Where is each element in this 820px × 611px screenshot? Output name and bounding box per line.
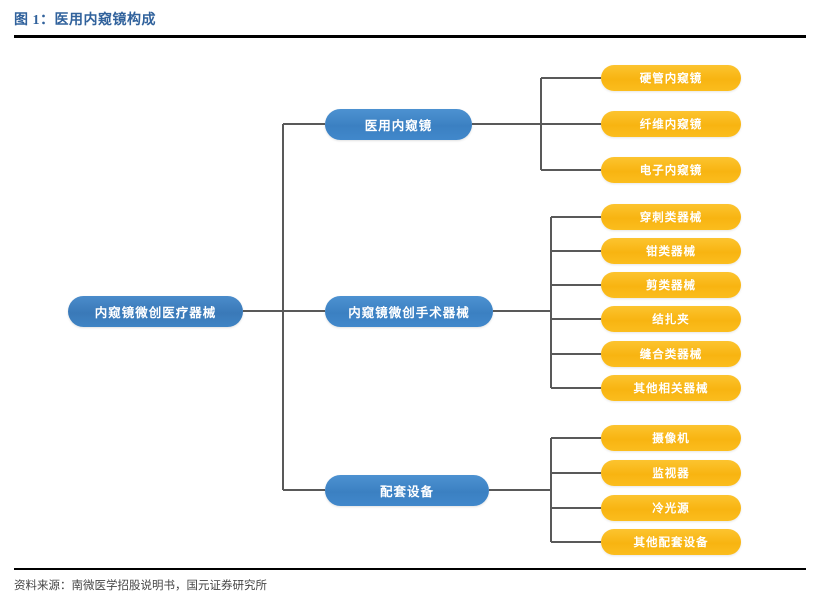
leaf-ligation-clips[interactable]: 结扎夹 bbox=[601, 306, 741, 332]
connector-lines bbox=[243, 77, 601, 543]
leaf-other-supporting-equipment[interactable]: 其他配套设备 bbox=[601, 529, 741, 555]
leaf-camera[interactable]: 摄像机 bbox=[601, 425, 741, 451]
source-note: 资料来源：南微医学招股说明书，国元证券研究所 bbox=[14, 580, 267, 592]
leaf-suture-instruments[interactable]: 缝合类器械 bbox=[601, 341, 741, 367]
node-branch-supporting-equipment[interactable]: 配套设备 bbox=[325, 475, 489, 506]
leaf-puncture-instruments[interactable]: 穿刺类器械 bbox=[601, 204, 741, 230]
leaf-forceps-instruments[interactable]: 钳类器械 bbox=[601, 238, 741, 264]
node-branch-medical-endoscope[interactable]: 医用内窥镜 bbox=[325, 109, 472, 140]
leaf-monitor[interactable]: 监视器 bbox=[601, 460, 741, 486]
leaf-cold-light-source[interactable]: 冷光源 bbox=[601, 495, 741, 521]
tree-diagram: 内窥镜微创医疗器械 医用内窥镜 内窥镜微创手术器械 配套设备 硬管内窥镜 纤维内… bbox=[0, 42, 820, 562]
source-divider bbox=[14, 568, 806, 570]
leaf-rigid-endoscope[interactable]: 硬管内窥镜 bbox=[601, 65, 741, 91]
leaf-other-related-instruments[interactable]: 其他相关器械 bbox=[601, 375, 741, 401]
leaf-fiber-endoscope[interactable]: 纤维内窥镜 bbox=[601, 111, 741, 137]
title-divider bbox=[14, 35, 806, 38]
node-root[interactable]: 内窥镜微创医疗器械 bbox=[68, 296, 243, 327]
leaf-scissors-instruments[interactable]: 剪类器械 bbox=[601, 272, 741, 298]
leaf-electronic-endoscope[interactable]: 电子内窥镜 bbox=[601, 157, 741, 183]
node-branch-minimally-invasive-instruments[interactable]: 内窥镜微创手术器械 bbox=[325, 296, 493, 327]
figure-title: 图 1：医用内窥镜构成 bbox=[14, 13, 156, 28]
